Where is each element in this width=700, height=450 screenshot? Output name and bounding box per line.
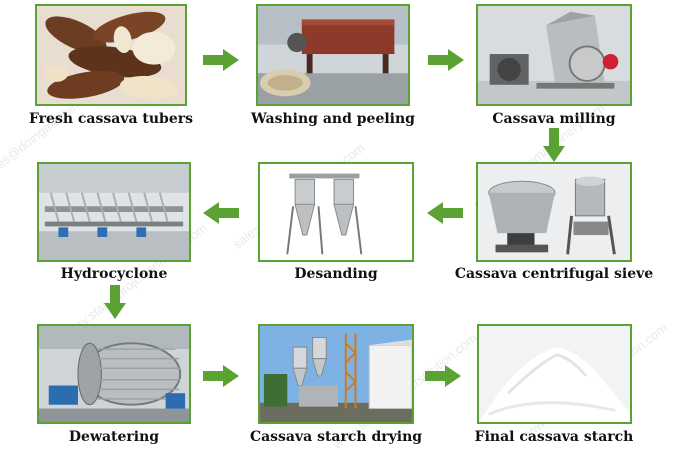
step-caption: Cassava starch drying (249, 429, 423, 445)
step-caption: Hydrocyclone (60, 266, 168, 282)
vacuum-filter-photo (37, 324, 191, 424)
step-caption: Washing and peeling (251, 111, 415, 127)
washing-peeling-machine-photo (256, 4, 410, 106)
cassava-tubers-photo (35, 4, 187, 106)
arrow-down-icon (104, 285, 126, 319)
step-caption: Cassava milling (492, 111, 616, 127)
desander-cyclone-photo (258, 162, 414, 262)
starch-pile-photo (477, 324, 632, 424)
arrow-left-icon (203, 202, 239, 224)
arrow-right-icon (425, 365, 461, 387)
arrow-down-icon (543, 128, 565, 162)
centrifugal-sieve-photo (476, 162, 632, 262)
hydrocyclone-station-photo (37, 162, 191, 262)
arrow-right-icon (203, 365, 239, 387)
step-caption: Desanding (294, 266, 378, 282)
flash-dryer-photo (258, 324, 414, 424)
arrow-right-icon (428, 49, 464, 71)
arrow-left-icon (427, 202, 463, 224)
step-caption: Dewatering (68, 429, 160, 445)
hammer-mill-photo (476, 4, 632, 106)
step-caption: Cassava centrifugal sieve (454, 266, 654, 282)
arrow-right-icon (203, 49, 239, 71)
step-caption: Fresh cassava tubers (28, 111, 194, 127)
step-caption: Final cassava starch (474, 429, 634, 445)
